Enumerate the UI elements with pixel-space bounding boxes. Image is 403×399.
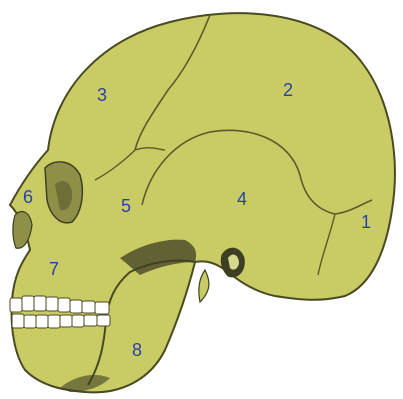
label-4: 4 [237, 190, 247, 208]
label-1: 1 [361, 213, 371, 231]
label-3: 3 [97, 86, 107, 104]
label-8: 8 [132, 341, 142, 359]
label-2: 2 [283, 81, 293, 99]
lower-teeth [12, 314, 110, 328]
label-5: 5 [121, 197, 131, 215]
label-7: 7 [49, 260, 59, 278]
styloid-process [199, 270, 209, 302]
label-6: 6 [23, 188, 33, 206]
